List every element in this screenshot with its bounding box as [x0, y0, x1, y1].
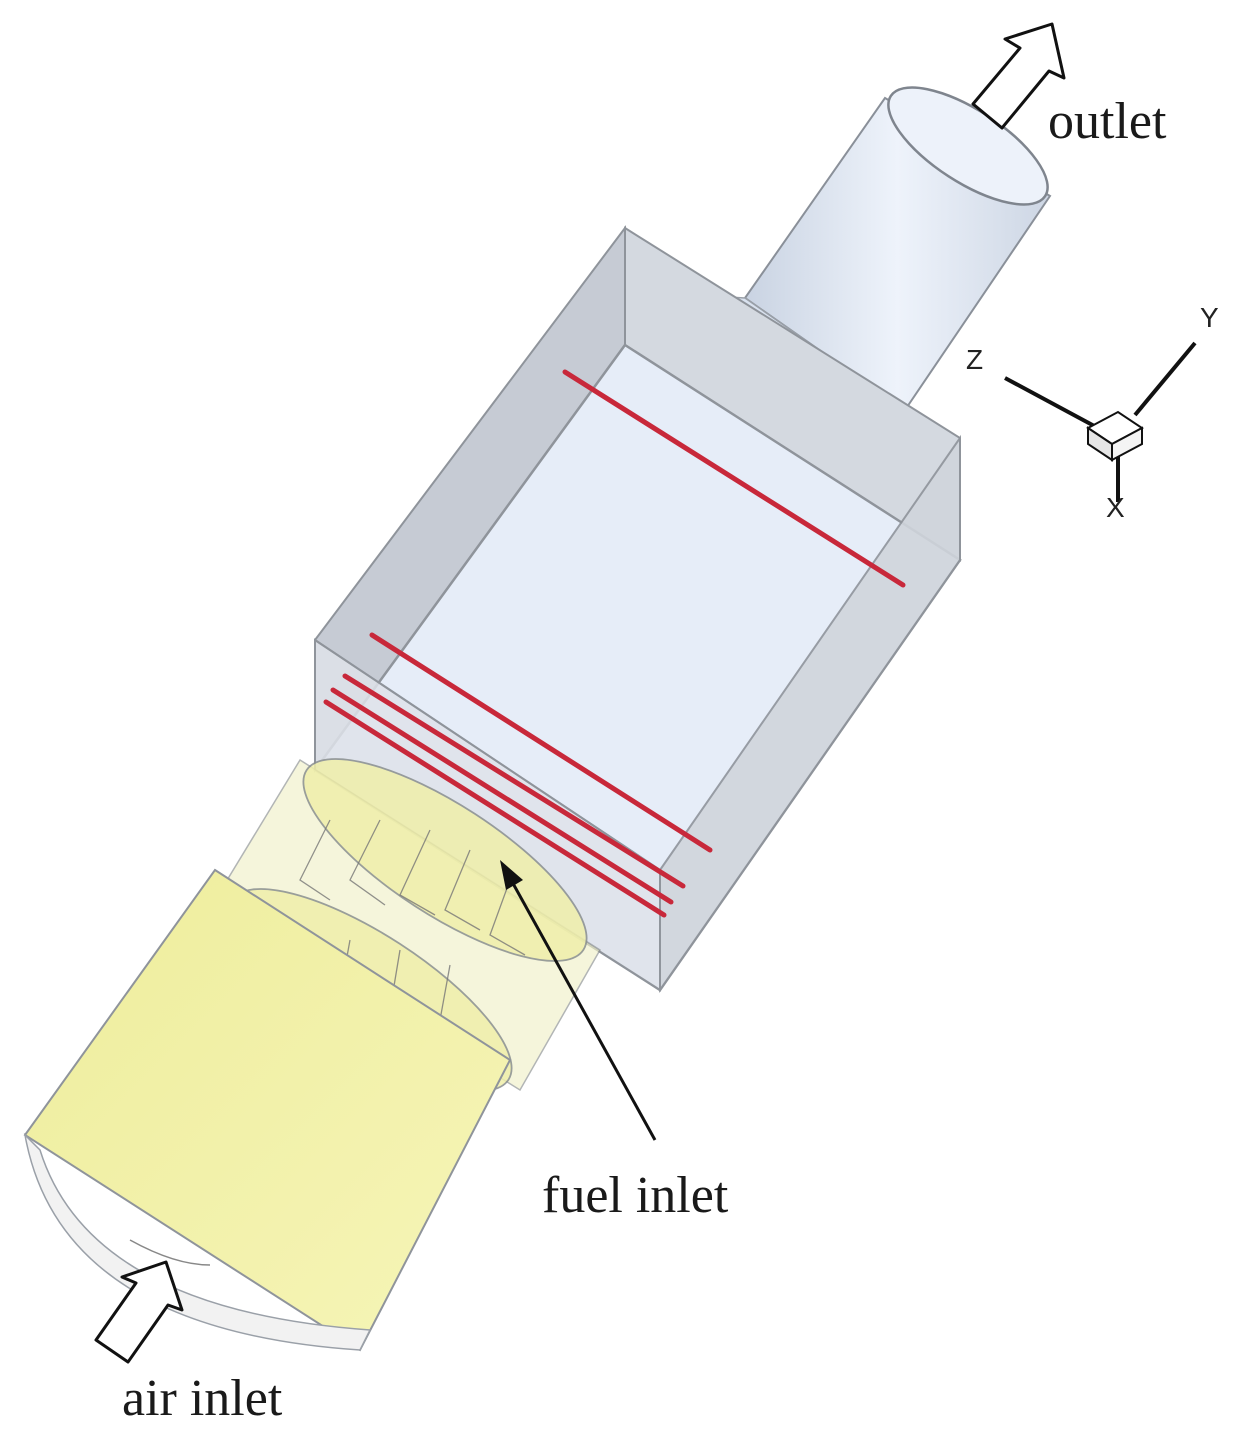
outlet-label: outlet [1048, 93, 1167, 150]
air-inlet-label: air inlet [122, 1370, 283, 1427]
air-plenum [23, 868, 512, 1352]
outlet-pipe [743, 86, 1052, 412]
injection-lines [323, 369, 906, 918]
fuel-inlet-label: fuel inlet [542, 1167, 729, 1224]
axis-label-y: Y [1200, 302, 1219, 333]
fuel-inlet-pointer [500, 860, 657, 1141]
outlet-flow-arrow [971, 22, 1066, 130]
air-inlet-flow-arrow [94, 1260, 184, 1364]
axis-label-z: Z [966, 344, 984, 375]
axis-triad [1004, 341, 1197, 502]
axis-label-x: X [1106, 492, 1125, 523]
